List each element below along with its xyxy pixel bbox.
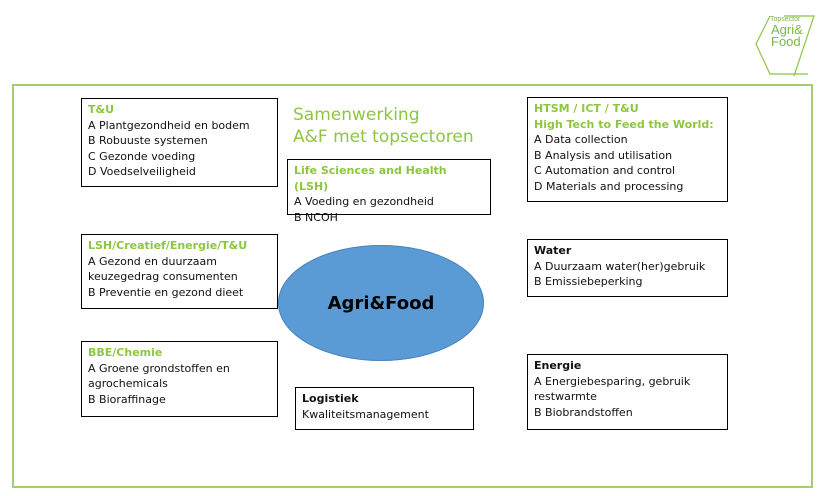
box-water-item: A Duurzaam water(her)gebruik [534, 259, 706, 273]
box-lce-item: B Preventie en gezond dieet [88, 285, 244, 299]
box-energie-title: Energie [534, 359, 582, 372]
box-energie: Energie A Energiebesparing, gebruik rest… [527, 354, 728, 430]
box-tu-title: T&U [88, 103, 115, 116]
heading-line-1: Samenwerking [293, 105, 420, 125]
box-tu-item: B Robuuste systemen [88, 134, 208, 147]
logo-line-agri: Agri& [771, 22, 803, 37]
box-logistiek-item: Kwaliteitsmanagement [302, 407, 429, 421]
box-water-item: B Emissiebeperking [534, 275, 643, 288]
box-water-title: Water [534, 244, 572, 257]
diagram-frame [12, 84, 813, 488]
box-lsh-title: Life Sciences and Health (LSH) [294, 164, 447, 193]
box-htsm-item: C Automation and control [534, 164, 676, 177]
box-htsm-item: D Materials and processing [534, 179, 684, 193]
box-lce-item: keuzegedrag consumenten [88, 270, 238, 283]
box-energie-item: restwarmte [534, 390, 597, 403]
box-tu-item: C Gezonde voeding [88, 149, 196, 163]
box-lce-item: A Gezond en duurzaam [88, 254, 217, 268]
box-water: Water A Duurzaam water(her)gebruik B Emi… [527, 239, 728, 297]
agrifood-center-ellipse: Agri&Food [278, 245, 484, 361]
diagram-heading: Samenwerking A&F met topsectoren [293, 104, 474, 148]
box-bbe-title: BBE/Chemie [88, 346, 163, 359]
box-tu: T&U A Plantgezondheid en bodem B Robuust… [81, 98, 278, 187]
box-bbe-item: agrochemicals [88, 377, 168, 390]
topsector-logo-icon [755, 15, 815, 77]
box-lsh-item: B NCOH [294, 210, 338, 224]
box-bbe: BBE/Chemie A Groene grondstoffen en agro… [81, 341, 278, 417]
box-energie-item: A Energiebesparing, gebruik [534, 374, 691, 388]
box-htsm-item: A Data collection [534, 133, 628, 146]
box-logistiek: Logistiek Kwaliteitsmanagement [295, 387, 474, 430]
logo-topsector-text: Topsector [770, 16, 801, 23]
logo-agrifood-text: Agri& Food [771, 22, 803, 49]
box-htsm-subtitle: High Tech to Feed the World: [534, 117, 714, 131]
box-bbe-item: B Bioraffinage [88, 392, 166, 406]
box-lsh-item: A Voeding en gezondheid [294, 195, 434, 208]
box-htsm-title: HTSM / ICT / T&U [534, 102, 639, 115]
box-logistiek-title: Logistiek [302, 392, 359, 405]
box-lsh-creatief: LSH/Creatief/Energie/T&U A Gezond en duu… [81, 234, 278, 309]
heading-line-2: A&F met topsectoren [293, 127, 474, 147]
box-tu-item: A Plantgezondheid en bodem [88, 118, 250, 132]
logo-line-food: Food [771, 34, 801, 49]
box-lce-title: LSH/Creatief/Energie/T&U [88, 239, 248, 252]
box-bbe-item: A Groene grondstoffen en [88, 361, 230, 375]
center-label: Agri&Food [327, 292, 435, 314]
box-tu-item: D Voedselveiligheid [88, 165, 196, 178]
box-htsm-item: B Analysis and utilisation [534, 148, 673, 162]
box-lsh: Life Sciences and Health (LSH) A Voeding… [287, 159, 491, 224]
box-htsm: HTSM / ICT / T&U High Tech to Feed the W… [527, 97, 728, 202]
box-energie-item: B Biobrandstoffen [534, 405, 633, 419]
